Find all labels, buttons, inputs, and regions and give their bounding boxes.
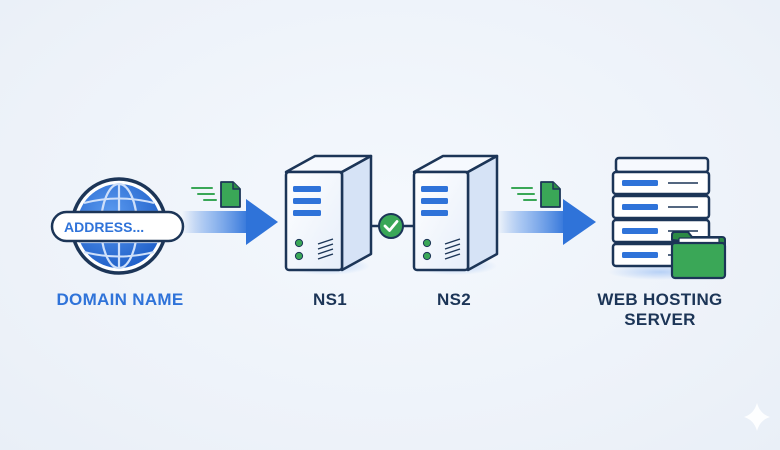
- web-hosting-server-label: WEB HOSTING SERVER: [597, 290, 723, 329]
- rack-unit: [611, 194, 711, 220]
- sparkle-icon: [744, 403, 770, 431]
- ns1-server-icon: [284, 154, 373, 275]
- ns1-label: NS1: [313, 290, 347, 309]
- ns2-server-icon: [412, 154, 499, 275]
- document-icon: [191, 181, 241, 208]
- address-text: ADDRESS...: [64, 219, 144, 235]
- domain-name-label: DOMAIN NAME: [56, 290, 184, 309]
- arrow-domain-to-ns1: [182, 199, 278, 245]
- check-icon: [378, 213, 404, 239]
- ns2-label: NS2: [437, 290, 471, 309]
- document-icon: [511, 181, 561, 208]
- rack-unit: [611, 170, 711, 196]
- arrow-ns2-to-host: [497, 199, 596, 245]
- folder-icon: [670, 231, 727, 280]
- ns-connector: [371, 213, 414, 239]
- address-bar: ADDRESS...: [50, 210, 185, 243]
